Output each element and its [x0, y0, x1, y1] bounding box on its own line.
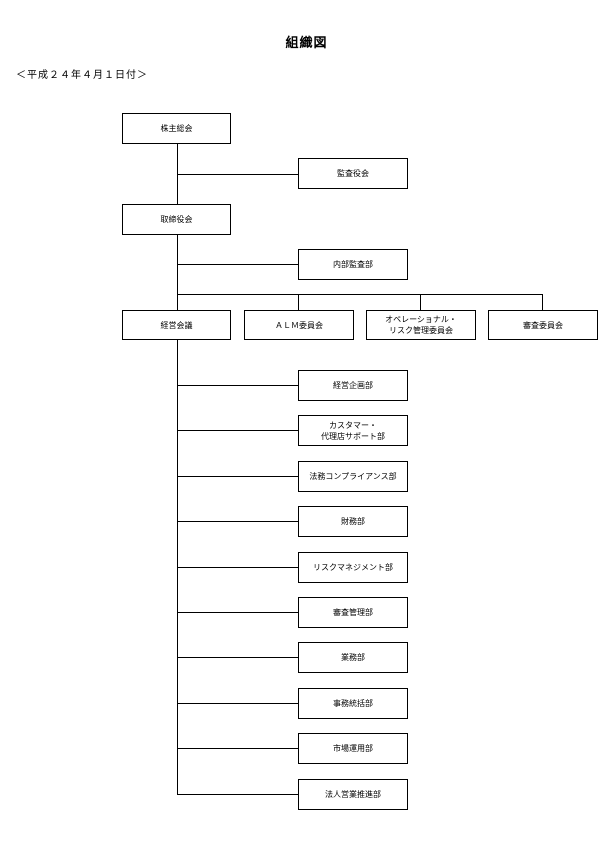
department-box: 経営企画部 — [298, 370, 408, 401]
department-box: 市場運用部 — [298, 733, 408, 764]
committee-drop-3 — [542, 294, 543, 310]
department-box: 財務部 — [298, 506, 408, 537]
department-label: 経営企画部 — [333, 381, 373, 390]
department-box: 法務コンプライアンス部 — [298, 461, 408, 492]
dept-connector — [177, 657, 299, 658]
dept-connector — [177, 521, 299, 522]
dept-connector — [177, 567, 299, 568]
department-label: 市場運用部 — [333, 744, 373, 753]
auditors-label: 監査役会 — [337, 169, 369, 178]
department-box: リスクマネジメント部 — [298, 552, 408, 583]
shareholders-box: 株主総会 — [122, 113, 231, 144]
department-box: カスタマー・ 代理店サポート部 — [298, 415, 408, 446]
board-box: 取締役会 — [122, 204, 231, 235]
management-council-box: 経営会議 — [122, 310, 231, 340]
internal-audit-box: 内部監査部 — [298, 249, 408, 280]
dept-connector — [177, 748, 299, 749]
department-box: 業務部 — [298, 642, 408, 673]
dept-connector — [177, 430, 299, 431]
department-box: 事務統括部 — [298, 688, 408, 719]
dept-connector — [177, 794, 299, 795]
auditors-connector — [177, 174, 299, 175]
department-label: 財務部 — [341, 517, 365, 526]
internal-audit-label: 内部監査部 — [333, 260, 373, 269]
committee-label: オペレーショナル・ リスク管理委員会 — [385, 315, 457, 335]
department-label: 審査管理部 — [333, 608, 373, 617]
chart-title: 組織図 — [285, 36, 328, 51]
department-label: 業務部 — [341, 653, 365, 662]
department-label: リスクマネジメント部 — [313, 563, 393, 572]
effective-date: ＜平成２４年４月１日付＞ — [16, 70, 148, 81]
committee-label: 審査委員会 — [523, 320, 563, 330]
trunk-middle-line — [177, 235, 178, 310]
committee-label: ＡＬＭ委員会 — [275, 320, 323, 330]
internal-audit-connector — [177, 264, 299, 265]
dept-connector — [177, 612, 299, 613]
dept-connector — [177, 385, 299, 386]
committee-drop-1 — [298, 294, 299, 310]
board-label: 取締役会 — [160, 215, 193, 224]
department-box: 審査管理部 — [298, 597, 408, 628]
committee-alm-box: ＡＬＭ委員会 — [244, 310, 354, 340]
department-label: カスタマー・ 代理店サポート部 — [321, 420, 385, 441]
dept-connector — [177, 476, 299, 477]
dept-connector — [177, 703, 299, 704]
committee-review-box: 審査委員会 — [488, 310, 598, 340]
shareholders-label: 株主総会 — [160, 124, 193, 133]
committee-drop-2 — [420, 294, 421, 310]
committee-bus-line — [177, 294, 543, 295]
committee-oprisk-box: オペレーショナル・ リスク管理委員会 — [366, 310, 476, 340]
department-label: 法人営業推進部 — [325, 790, 381, 799]
trunk-upper-line — [177, 143, 178, 204]
auditors-box: 監査役会 — [298, 158, 408, 189]
department-label: 事務統括部 — [333, 699, 373, 708]
management-council-label: 経営会議 — [160, 320, 193, 330]
department-box: 法人営業推進部 — [298, 779, 408, 810]
department-label: 法務コンプライアンス部 — [309, 472, 397, 481]
